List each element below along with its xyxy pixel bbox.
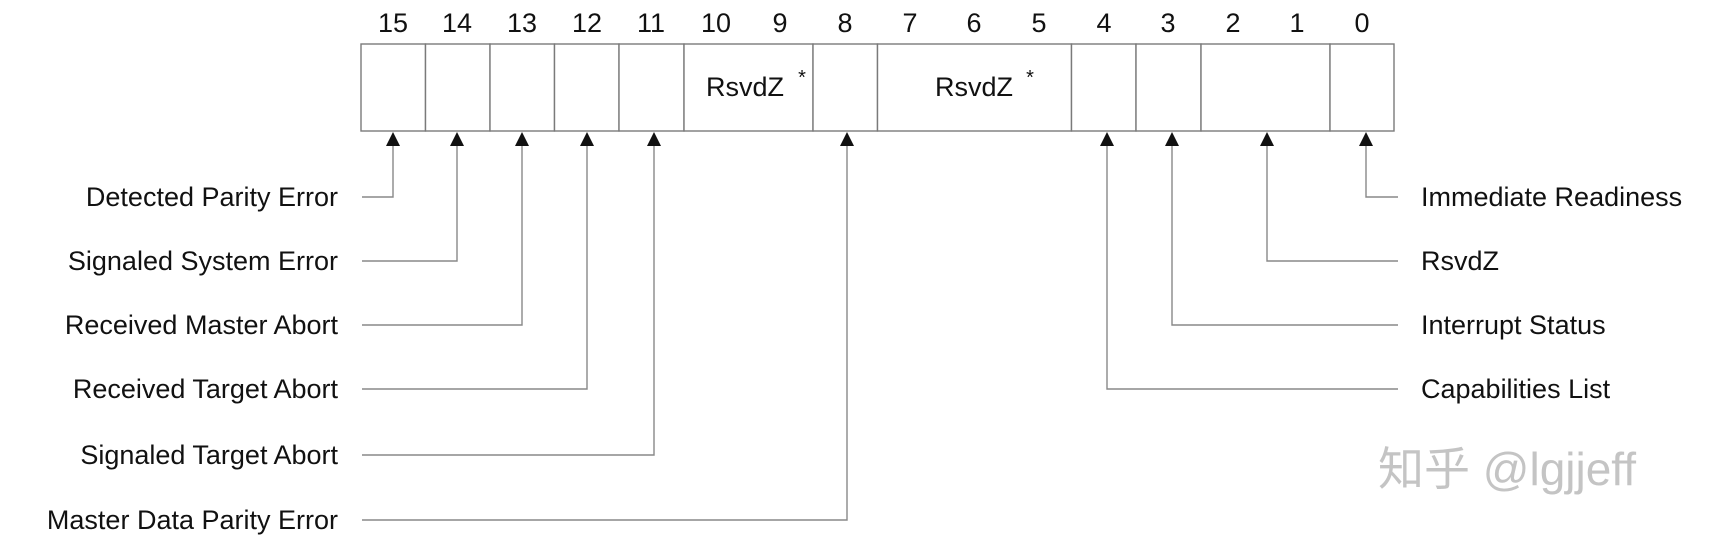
field-bit-4	[1070, 43, 1137, 132]
bit-number-15: 15	[378, 8, 408, 38]
leader-line-bit-13	[362, 141, 523, 326]
field-bit-15	[360, 43, 427, 132]
leader-line-bit-12	[362, 141, 588, 390]
arrow-bit-12-icon	[580, 132, 594, 146]
bit-number-row: 15 14 13 12 11 10 9 8 7 6 5 4 3 2 1 0	[378, 8, 1370, 38]
label-received-target-abort: Received Target Abort	[73, 374, 339, 404]
bit-number-7: 7	[902, 8, 917, 38]
bit-number-6: 6	[966, 8, 981, 38]
arrow-bit-15-icon	[386, 132, 400, 146]
bit-number-9: 9	[772, 8, 787, 38]
label-capabilities-list: Capabilities List	[1421, 374, 1611, 404]
label-signaled-system-error: Signaled System Error	[68, 246, 338, 276]
left-labels: Detected Parity Error Signaled System Er…	[47, 182, 339, 535]
field-bit-14	[424, 43, 491, 132]
arrow-bit-8-icon	[840, 132, 854, 146]
leader-lines	[362, 141, 1398, 521]
arrow-bits-2-1-icon	[1260, 132, 1274, 146]
label-master-data-parity-error: Master Data Parity Error	[47, 505, 338, 535]
label-immediate-readiness: Immediate Readiness	[1421, 182, 1682, 212]
field-bit-3	[1135, 43, 1202, 132]
label-interrupt-status: Interrupt Status	[1421, 310, 1606, 340]
leader-line-bit-15	[362, 141, 394, 198]
bit-number-11: 11	[637, 8, 665, 38]
field-bit-12	[553, 43, 620, 132]
leader-line-bit-0	[1365, 141, 1398, 198]
leader-line-bit-8	[362, 141, 848, 521]
bit-number-0: 0	[1354, 8, 1369, 38]
rsvdz-footnote-mark-bits-7-5: *	[1026, 67, 1034, 89]
leader-line-bits-2-1	[1266, 141, 1398, 262]
bit-number-3: 3	[1160, 8, 1175, 38]
arrow-bit-0-icon	[1359, 132, 1373, 146]
field-bits-10-9	[683, 43, 814, 132]
leader-line-bit-3	[1171, 141, 1398, 326]
field-bits-7-5	[876, 43, 1073, 132]
leader-line-bit-4	[1106, 141, 1398, 390]
leader-line-bit-11	[362, 141, 655, 456]
arrow-bit-11-icon	[647, 132, 661, 146]
field-bit-8	[812, 43, 879, 132]
label-rsvdz-bits-2-1: RsvdZ	[1421, 246, 1499, 276]
bit-number-10: 10	[701, 8, 731, 38]
label-detected-parity-error: Detected Parity Error	[86, 182, 338, 212]
bit-number-13: 13	[507, 8, 537, 38]
register-fields: RsvdZ * RsvdZ *	[360, 43, 1395, 132]
rsvdz-footnote-mark-bits-10-9: *	[798, 67, 806, 89]
field-bit-13	[489, 43, 556, 132]
field-bit-11	[618, 43, 685, 132]
arrow-bit-13-icon	[515, 132, 529, 146]
bit-number-5: 5	[1031, 8, 1046, 38]
right-labels: Immediate Readiness RsvdZ Interrupt Stat…	[1421, 182, 1682, 404]
bit-number-12: 12	[572, 8, 602, 38]
leader-line-bit-14	[362, 141, 458, 262]
arrow-bit-14-icon	[450, 132, 464, 146]
field-bit-0	[1329, 43, 1395, 132]
rsvdz-label-bits-7-5: RsvdZ	[935, 72, 1013, 102]
bit-number-2: 2	[1225, 8, 1240, 38]
watermark: 知乎 @lgjjeff	[1378, 443, 1636, 495]
rsvdz-label-bits-10-9: RsvdZ	[706, 72, 784, 102]
label-received-master-abort: Received Master Abort	[65, 310, 339, 340]
arrowheads	[386, 132, 1373, 146]
bit-number-8: 8	[837, 8, 852, 38]
bit-number-14: 14	[442, 8, 472, 38]
bit-number-1: 1	[1289, 8, 1304, 38]
bit-number-4: 4	[1096, 8, 1111, 38]
field-bits-2-1	[1200, 43, 1331, 132]
arrow-bit-4-icon	[1100, 132, 1114, 146]
arrow-bit-3-icon	[1165, 132, 1179, 146]
label-signaled-target-abort: Signaled Target Abort	[80, 440, 338, 470]
